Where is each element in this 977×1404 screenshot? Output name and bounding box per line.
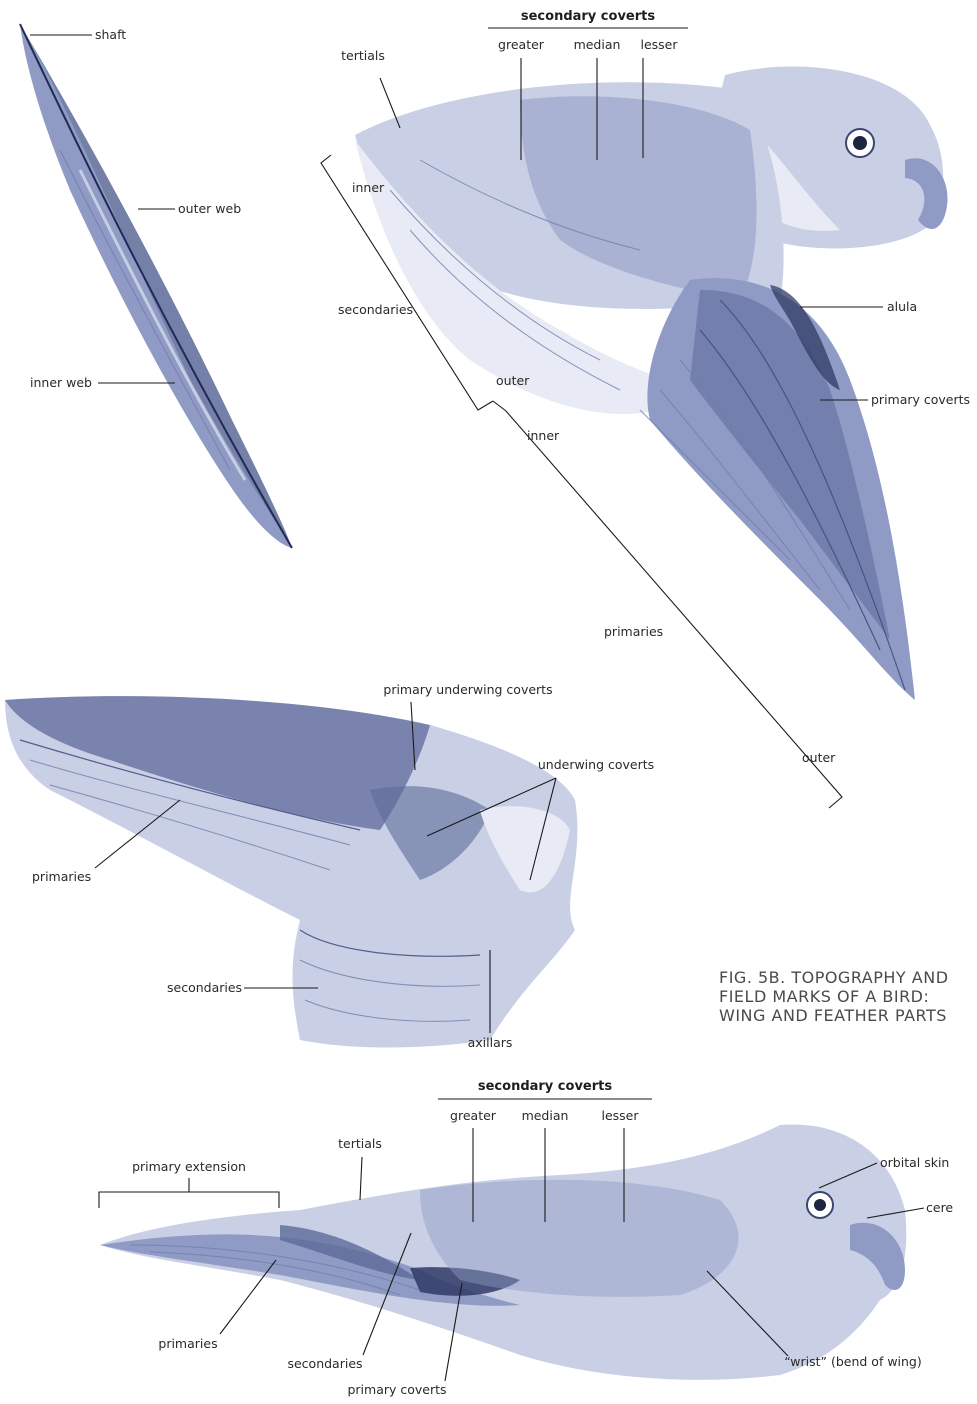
perched-label-primary-extension: primary extension xyxy=(132,1159,246,1174)
perched-label-secondaries: secondaries xyxy=(287,1356,362,1371)
upperwing-label-primary-coverts: primary coverts xyxy=(871,392,970,407)
upperwing-label-inner-2: inner xyxy=(527,428,560,443)
caption-line-1: FIG. 5B. TOPOGRAPHY AND xyxy=(719,968,949,987)
upperwing-label-median: median xyxy=(574,37,621,52)
upperwing-illustration xyxy=(355,67,948,700)
upperwing-label-inner-1: inner xyxy=(352,180,385,195)
perched-label-tertials: tertials xyxy=(338,1136,382,1151)
figure-caption: FIG. 5B. TOPOGRAPHY AND FIELD MARKS OF A… xyxy=(719,968,949,1025)
perched-label-median: median xyxy=(522,1108,569,1123)
feather-illustration xyxy=(20,24,292,548)
upperwing-label-outer-2: outer xyxy=(802,750,836,765)
perched-label-wrist: “wrist” (bend of wing) xyxy=(784,1354,922,1369)
upperwing-label-lesser: lesser xyxy=(640,37,678,52)
underwing-label-primaries: primaries xyxy=(32,869,91,884)
perched-label-primary-coverts: primary coverts xyxy=(347,1382,446,1397)
perched-label-cere: cere xyxy=(926,1200,953,1215)
upperwing-label-alula: alula xyxy=(887,299,917,314)
upperwing-label-secondaries: secondaries xyxy=(338,302,413,317)
perched-secondary-coverts-header: secondary coverts xyxy=(478,1079,612,1094)
upperwing-label-outer-1: outer xyxy=(496,373,530,388)
label-shaft: shaft xyxy=(95,27,126,42)
upperwing-secondary-coverts-header: secondary coverts xyxy=(521,9,655,24)
upperwing-label-greater: greater xyxy=(498,37,545,52)
upperwing-label-tertials: tertials xyxy=(341,48,385,63)
underwing-label-axillars: axillars xyxy=(468,1035,513,1050)
perched-label-orbital-skin: orbital skin xyxy=(880,1155,949,1170)
label-outer-web: outer web xyxy=(178,201,241,216)
underwing-label-secondaries: secondaries xyxy=(167,980,242,995)
upperwing-label-primaries: primaries xyxy=(604,624,663,639)
label-inner-web: inner web xyxy=(30,375,92,390)
perched-label-primaries: primaries xyxy=(158,1336,217,1351)
underwing-label-underwing-coverts: underwing coverts xyxy=(538,757,654,772)
caption-line-3: WING AND FEATHER PARTS xyxy=(719,1006,947,1025)
perched-label-greater: greater xyxy=(450,1108,497,1123)
caption-line-2: FIELD MARKS OF A BIRD: xyxy=(719,987,929,1006)
perched-label-lesser: lesser xyxy=(601,1108,639,1123)
underwing-label-primary-underwing-coverts: primary underwing coverts xyxy=(383,682,552,697)
